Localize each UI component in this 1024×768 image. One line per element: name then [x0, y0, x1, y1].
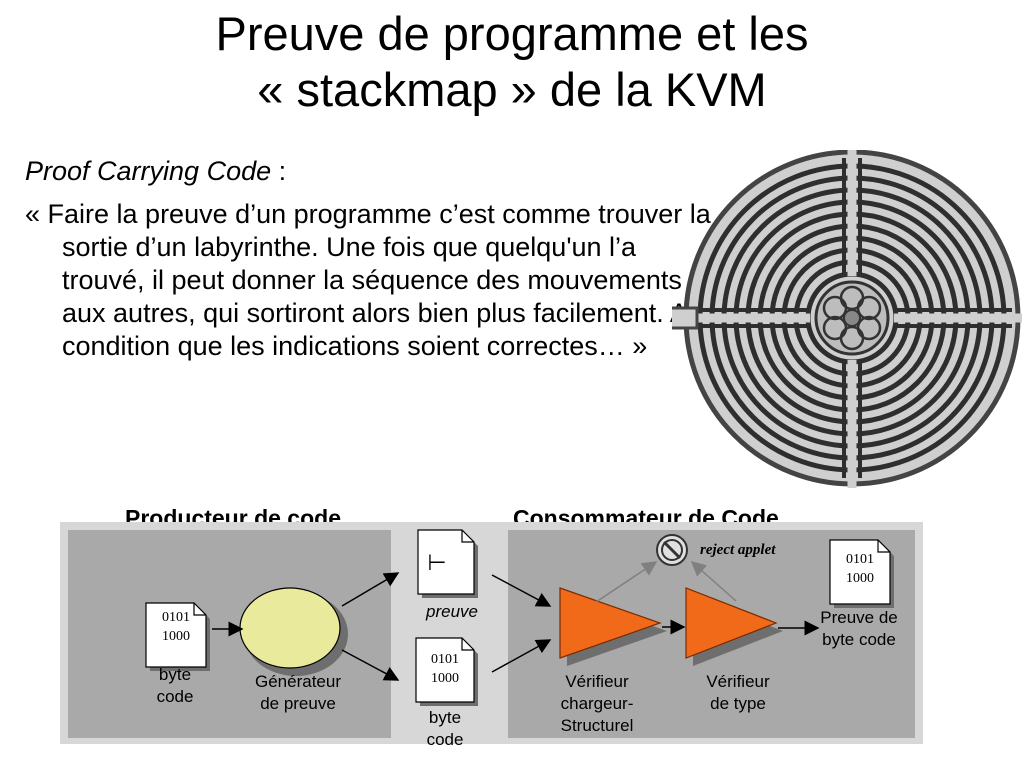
bytecode-doc-line-1: 0101 [162, 610, 190, 625]
arrow-proof-to-verifier [491, 574, 552, 607]
proof-generator-node [239, 587, 348, 676]
middle-doc-line-1: 0101 [431, 652, 459, 667]
type-verifier-label: Vérifieur de type [688, 671, 788, 715]
proof-label: preuve [426, 602, 478, 621]
output-label-line-2: byte code [822, 630, 896, 649]
type-verifier-line-1: Vérifieur [706, 672, 770, 691]
generator-label-line-1: Générateur [255, 672, 341, 691]
subtitle: Proof Carrying Code : [25, 156, 286, 187]
structural-verifier-line-2: chargeur- [560, 694, 634, 713]
structural-verifier-node [559, 587, 667, 666]
arrow-generator-to-proof [341, 572, 400, 607]
reject-icon [656, 534, 688, 566]
type-verifier-line-2: de type [710, 694, 766, 713]
middle-doc-line-2: 1000 [431, 671, 459, 686]
bytecode-document-middle [415, 637, 478, 706]
title-line-1: Preuve de programme et les [215, 7, 809, 60]
bytecode-doc-line-2: 1000 [162, 629, 190, 644]
structural-verifier-label: Vérifieur chargeur- Structurel [540, 671, 654, 737]
middle-doc-content: 0101 1000 [416, 650, 474, 688]
arrow-type-reject [690, 561, 737, 602]
output-label-line-1: Preuve de [820, 608, 898, 627]
bytecode-proof-document-output [829, 539, 894, 608]
output-doc-line-1: 0101 [846, 552, 874, 567]
byte-code-label-middle: byte code [410, 707, 480, 751]
subtitle-suffix: : [271, 156, 287, 186]
title-line-2: « stackmap » de la KVM [257, 63, 767, 116]
bytecode-doc-content: 0101 1000 [146, 608, 206, 646]
byte-code-middle-line-2: code [426, 730, 464, 749]
byte-code-middle-line-1: byte [428, 708, 462, 727]
structural-verifier-line-1: Vérifieur [565, 672, 629, 691]
structural-verifier-line-3: Structurel [560, 716, 634, 735]
arrow-bytecode-to-verifier [491, 639, 552, 673]
labyrinth-image [672, 150, 1022, 488]
bytecode-document-producer [145, 602, 210, 671]
quote-text: « Faire la preuve d’un programme c’est c… [25, 199, 711, 361]
generator-label-line-2: de preuve [260, 694, 336, 713]
arrow-generator-to-bytecode [341, 649, 400, 681]
generator-label: Générateur de preuve [238, 671, 358, 715]
reject-applet-label: reject applet [700, 542, 776, 558]
proof-symbol: ⊢ [427, 550, 447, 575]
output-doc-line-2: 1000 [846, 571, 874, 586]
byte-code-label-producer: byte code [140, 664, 210, 708]
output-doc-content: 0101 1000 [830, 550, 890, 588]
proof-document [417, 529, 478, 598]
slide-title: Preuve de programme et les « stackmap » … [0, 6, 1024, 118]
arrow-structural-reject [595, 561, 658, 603]
output-label: Preuve de byte code [806, 607, 912, 651]
byte-code-label-line-2: code [156, 687, 194, 706]
subtitle-emphasis: Proof Carrying Code [25, 156, 272, 186]
type-verifier-node [685, 587, 783, 666]
byte-code-label-line-1: byte [158, 665, 192, 684]
